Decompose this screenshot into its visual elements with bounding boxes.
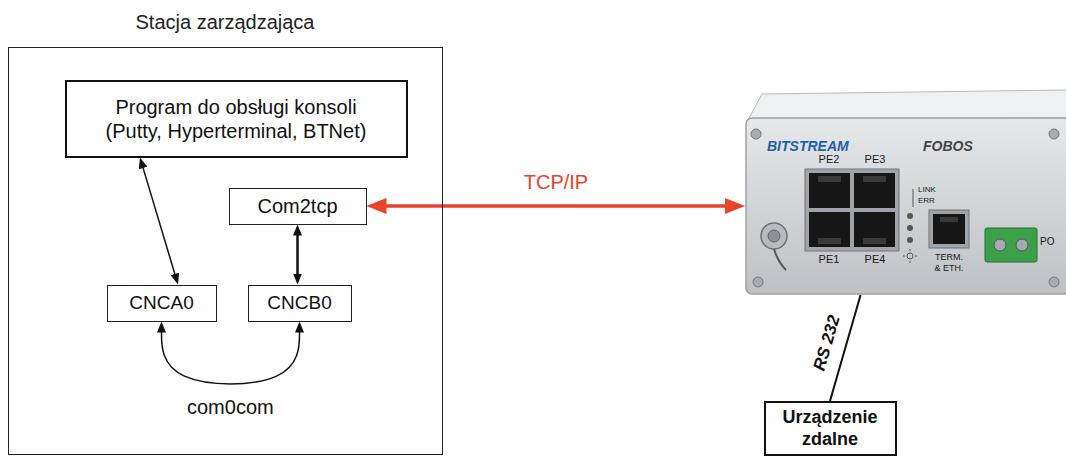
power-symbol	[907, 253, 913, 259]
virtual-port-box: CNCB0	[248, 285, 352, 322]
led-name: ERR	[918, 196, 935, 206]
connector-name: PO	[1040, 236, 1054, 248]
port-contacts	[818, 238, 841, 244]
ground-post	[761, 223, 787, 249]
network-link	[373, 204, 740, 208]
port-name: TERM. & ETH.	[932, 252, 966, 274]
led-name: LINK	[918, 185, 936, 195]
rj45-port	[933, 214, 965, 244]
port-contacts	[940, 217, 958, 222]
rj45-port	[854, 173, 895, 208]
port-frame	[929, 210, 969, 248]
screw	[1049, 129, 1059, 139]
port-name: PE1	[819, 253, 840, 266]
front-panel	[746, 118, 1066, 294]
port-name: PE3	[865, 153, 886, 166]
remote-device-box: Urządzenie zdalne	[764, 401, 897, 456]
led	[907, 213, 913, 219]
port-frame	[805, 169, 899, 251]
power-symbol	[903, 249, 917, 263]
rj45-port	[809, 173, 850, 208]
led	[907, 237, 913, 243]
housing-top	[748, 90, 1066, 120]
box-label: Urządzenie zdalne	[771, 407, 889, 450]
virtual-port-box: CNCA0	[107, 285, 217, 322]
null-modem-link	[162, 325, 300, 384]
screw	[751, 129, 761, 139]
screw	[1049, 277, 1059, 287]
program-box: Program do obsługi konsoli (Putty, Hyper…	[65, 80, 408, 158]
box-label: CNCA0	[129, 292, 193, 315]
led-bracket	[913, 189, 914, 207]
process-box: Com2tcp	[229, 188, 367, 225]
port-link	[296, 228, 299, 282]
box-label: CNCB0	[267, 292, 331, 315]
connector-screw	[1016, 239, 1028, 251]
ground-wire	[774, 249, 786, 270]
port-name: PE4	[865, 253, 886, 266]
console-link	[141, 160, 177, 281]
box-label: Com2tcp	[257, 194, 337, 218]
device-marking: BITSTREAM	[767, 138, 849, 155]
station-title: Stacja zarządzająca	[9, 10, 441, 34]
port-contacts	[818, 176, 841, 182]
device-photo: BITSTREAM FOBOS	[745, 100, 1066, 295]
rj45-port	[809, 212, 850, 247]
port-contacts	[863, 176, 886, 182]
led	[907, 225, 913, 231]
rj45-port	[854, 212, 895, 247]
port-name: PE2	[819, 153, 840, 166]
link-label: com0com	[185, 395, 276, 419]
protocol-label: TCP/IP	[522, 170, 590, 194]
device-marking: FOBOS	[923, 138, 973, 155]
screw	[753, 277, 763, 287]
interface-label: RS 232	[810, 311, 846, 375]
port-contacts	[863, 238, 886, 244]
box-label: Program do obsługi konsoli (Putty, Hyper…	[96, 95, 376, 143]
connector-screw	[994, 239, 1006, 251]
ground-post	[768, 230, 780, 242]
power-connector	[985, 228, 1037, 262]
